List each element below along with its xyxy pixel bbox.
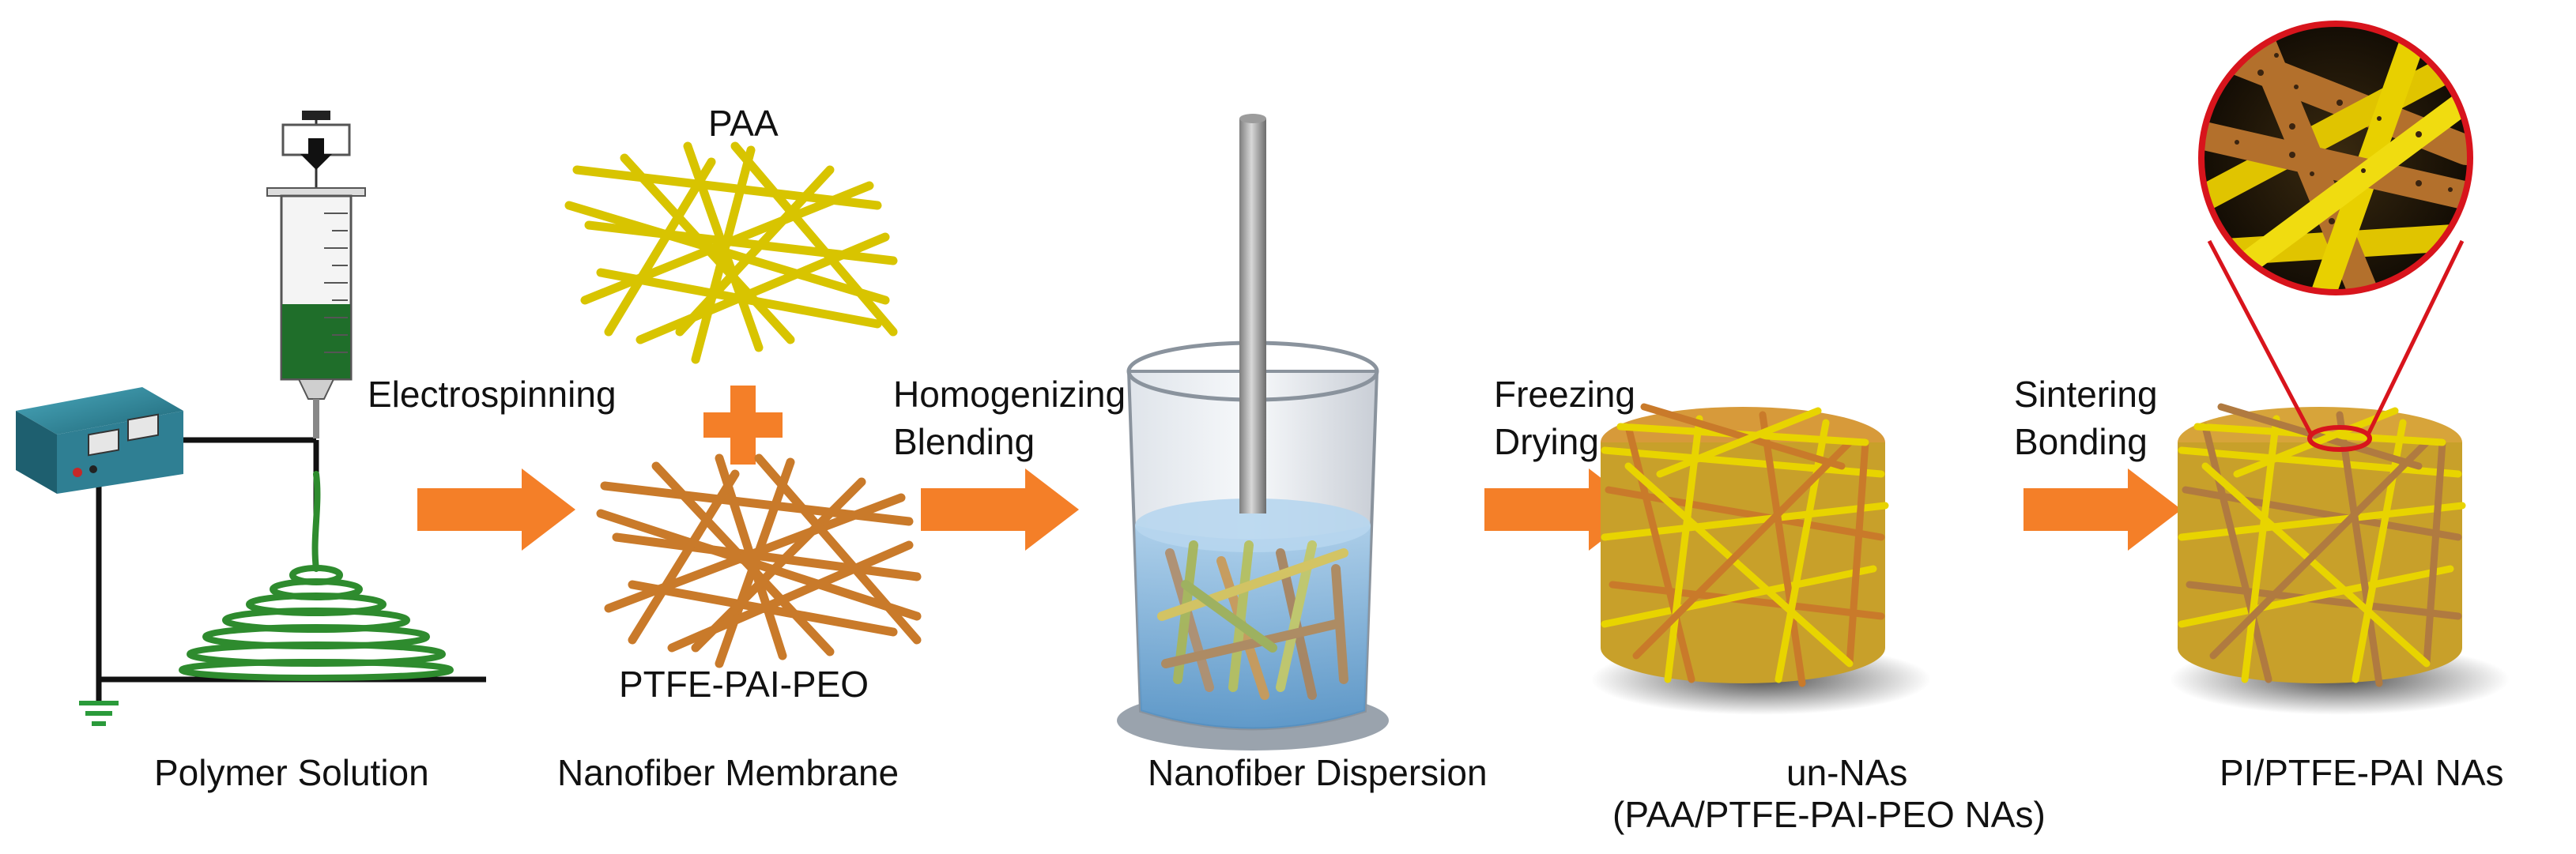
step-electrospinning: Electrospinning: [368, 371, 617, 419]
step-electrospinning-label: Electrospinning: [368, 374, 617, 415]
beaker-icon: [1117, 114, 1389, 751]
paa-label: PAA: [708, 103, 779, 144]
pi-nas-aerogel-icon: [2170, 21, 2510, 715]
step-sintering-label: Sintering: [2014, 374, 2158, 415]
arrow-sintering-icon: [2023, 468, 2182, 551]
step-sintering-bonding: Sintering Bonding: [2014, 371, 2158, 466]
caption-un-nas: un-NAs: [1786, 752, 1908, 793]
step-homogenizing-blending: Homogenizing Blending: [893, 371, 1126, 466]
caption-nanofiber-membrane: Nanofiber Membrane: [557, 752, 900, 793]
step-drying-label: Drying: [1494, 420, 1599, 462]
process-arrows: [417, 468, 2182, 551]
ptfe-pai-peo-membrane-icon: [596, 453, 922, 668]
arrow-electrospinning-icon: [417, 468, 575, 551]
step-homogenizing-label: Homogenizing: [893, 374, 1126, 415]
plus-icon: [703, 386, 783, 465]
dispersed-fibers: [1157, 540, 1348, 700]
step-freezing-label: Freezing: [1494, 374, 1635, 415]
homogenizer-rod: [1239, 119, 1266, 514]
ptfe-pai-peo-label: PTFE-PAI-PEO: [619, 664, 869, 705]
high-voltage-supply-icon: [16, 387, 183, 494]
step-freezing-drying: Freezing Drying: [1494, 371, 1635, 466]
electrospun-jet: [179, 471, 454, 681]
ground-icon: [79, 701, 119, 726]
syringe-icon: [266, 111, 366, 438]
caption-polymer-solution: Polymer Solution: [154, 752, 429, 793]
step-blending-label: Blending: [893, 420, 1035, 462]
caption-un-nas-detail: (PAA/PTFE-PAI-PEO NAs): [1612, 794, 2046, 835]
caption-pi-nas: PI/PTFE-PAI NAs: [2220, 752, 2504, 793]
un-nas-aerogel-icon: [1591, 403, 1931, 715]
magnifier-callout: [2198, 21, 2473, 452]
caption-nanofiber-dispersion: Nanofiber Dispersion: [1148, 752, 1488, 793]
paa-membrane-icon: [564, 141, 898, 364]
step-bonding-label: Bonding: [2014, 420, 2148, 462]
electrospinning-setup: [16, 111, 486, 726]
arrow-homogenizing-icon: [921, 468, 1079, 551]
